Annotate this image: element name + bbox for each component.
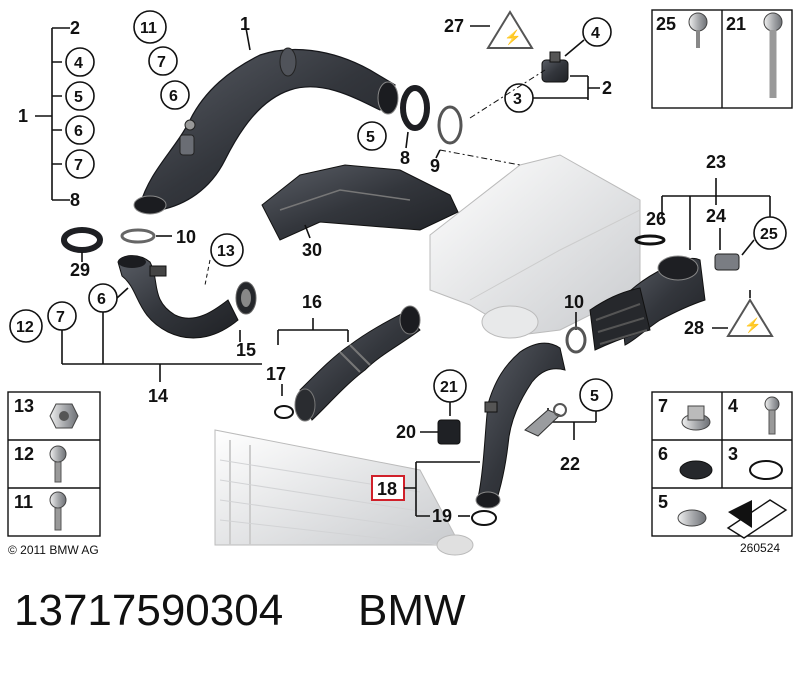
clamp-10-seal-29: 10 29 <box>61 227 196 280</box>
copyright-text: © 2011 BMW AG <box>8 543 99 557</box>
label-11: 11 <box>140 20 157 37</box>
label-20: 20 <box>396 422 416 442</box>
label-27: 27 <box>444 16 464 36</box>
label-1: 1 <box>18 106 28 126</box>
legend-12: 12 <box>14 444 34 464</box>
callout-7 <box>65 149 95 179</box>
legend-21: 21 <box>726 14 746 34</box>
label-5: 5 <box>74 89 83 106</box>
part-number: 13717590304 <box>14 586 284 635</box>
callout-4 <box>65 47 95 77</box>
legend-left: 13 12 11 <box>7 391 101 537</box>
label-28: 28 <box>684 318 704 338</box>
label-7c: 7 <box>56 309 65 326</box>
brand-name: BMW <box>358 586 466 635</box>
label-29: 29 <box>70 260 90 280</box>
label-17: 17 <box>266 364 286 384</box>
label-5b: 5 <box>366 129 375 146</box>
label-4b: 4 <box>591 25 600 42</box>
label-24: 24 <box>706 206 726 226</box>
label-19: 19 <box>432 506 452 526</box>
label-21a: 21 <box>440 379 458 396</box>
callout-6 <box>65 115 95 145</box>
callout-13 <box>210 233 244 267</box>
label-9: 9 <box>430 156 440 176</box>
label-2b: 2 <box>602 78 612 98</box>
sensor-group-top: ⚡ 27 4 3 2 <box>444 10 612 119</box>
callout-5b <box>357 121 387 151</box>
bend-hose-14: 13 6 7 12 15 14 <box>9 233 262 406</box>
label-30: 30 <box>302 240 322 260</box>
cover-30: 30 <box>261 164 459 260</box>
label-15: 15 <box>236 340 256 360</box>
label-22: 22 <box>560 454 580 474</box>
label-7b: 7 <box>157 54 166 71</box>
label-3: 3 <box>513 91 522 108</box>
label-5c: 5 <box>590 388 599 405</box>
label-25: 25 <box>760 226 778 243</box>
legend-7: 7 <box>658 396 668 416</box>
label-18: 18 <box>377 479 397 499</box>
legend-6: 6 <box>658 444 668 464</box>
charge-pipe-16: 16 17 <box>266 292 421 422</box>
svg-text:⚡: ⚡ <box>504 29 521 46</box>
label-12a: 12 <box>16 319 34 336</box>
label-16: 16 <box>302 292 322 312</box>
legend-3: 3 <box>728 444 738 464</box>
label-26: 26 <box>646 209 666 229</box>
label-2: 2 <box>70 18 80 38</box>
air-cleaner-housing <box>429 149 641 339</box>
legend-5: 5 <box>658 492 668 512</box>
intake-duct: 1 11 7 6 <box>133 10 399 215</box>
clamps-5-8-9: 5 8 9 <box>357 85 463 176</box>
label-1-duct: 1 <box>240 14 250 34</box>
callout-6b <box>160 80 190 110</box>
legend-25: 25 <box>656 14 676 34</box>
label-13: 13 <box>217 243 235 260</box>
callout-4b <box>582 17 612 47</box>
legend-4: 4 <box>728 396 738 416</box>
label-6c: 6 <box>97 291 106 308</box>
callout-12 <box>9 309 43 343</box>
label-10a: 10 <box>176 227 196 247</box>
label-14: 14 <box>148 386 168 406</box>
label-6: 6 <box>74 123 83 140</box>
label-8b: 8 <box>400 148 410 168</box>
bracket-group-1: 2 4 5 6 7 8 1 <box>18 18 95 210</box>
callout-25 <box>753 216 787 250</box>
right-assembly: 23 26 24 25 ⚡ 28 <box>589 152 787 351</box>
legend-top-right: 25 21 <box>651 9 793 109</box>
label-6b: 6 <box>169 88 178 105</box>
label-10b: 10 <box>564 292 584 312</box>
label-7: 7 <box>74 157 83 174</box>
label-23: 23 <box>706 152 726 172</box>
legend-11: 11 <box>14 492 33 512</box>
hose-18-group: 10 5 22 21 20 18 19 <box>371 292 613 526</box>
callout-11 <box>133 10 167 44</box>
label-4: 4 <box>74 55 83 72</box>
legend-right: 7 4 6 3 5 <box>651 391 793 539</box>
callout-7b <box>148 46 178 76</box>
svg-text:⚡: ⚡ <box>744 317 761 334</box>
drawing-number: 260524 <box>740 541 781 555</box>
legend-13: 13 <box>14 396 34 416</box>
callout-5 <box>65 81 95 111</box>
label-8: 8 <box>70 190 80 210</box>
intercooler <box>214 429 474 556</box>
